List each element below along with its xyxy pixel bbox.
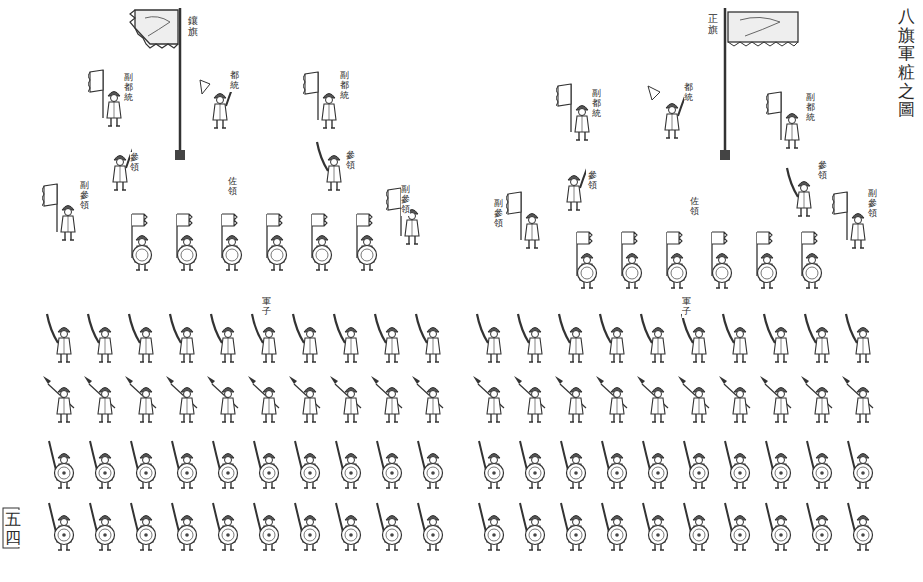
rank-label: 都統: [684, 82, 693, 104]
rank-label: 副都統: [806, 92, 815, 124]
rank-label: 參領: [588, 170, 597, 192]
rank-label: 鑲旗: [188, 14, 198, 38]
left-banner-group: [42, 8, 419, 270]
rank-label: 參領: [818, 160, 827, 182]
rank-label: 參領: [346, 150, 355, 172]
rank-label: 副參領: [401, 184, 410, 216]
soldier-rows: [43, 314, 873, 550]
rank-label: 副都統: [124, 72, 133, 104]
rank-label: 軍子: [682, 296, 691, 318]
rank-label: 副都統: [592, 88, 601, 120]
rank-label: 副參領: [494, 198, 503, 230]
page-number: 五四: [5, 510, 21, 547]
rank-label: 副都統: [340, 70, 349, 102]
rank-label: 副參領: [868, 188, 877, 220]
rank-label: 佐領: [228, 176, 237, 198]
rank-label: 佐領: [690, 196, 699, 218]
rank-label: 都統: [230, 70, 239, 92]
rank-label: 正旗: [708, 12, 718, 36]
title: 八旗軍粧之圖: [898, 6, 915, 120]
rank-label: 參領: [130, 152, 139, 174]
rank-label: 軍子: [262, 296, 271, 318]
right-banner-group: [506, 8, 865, 288]
rank-label: 副參領: [80, 180, 89, 212]
